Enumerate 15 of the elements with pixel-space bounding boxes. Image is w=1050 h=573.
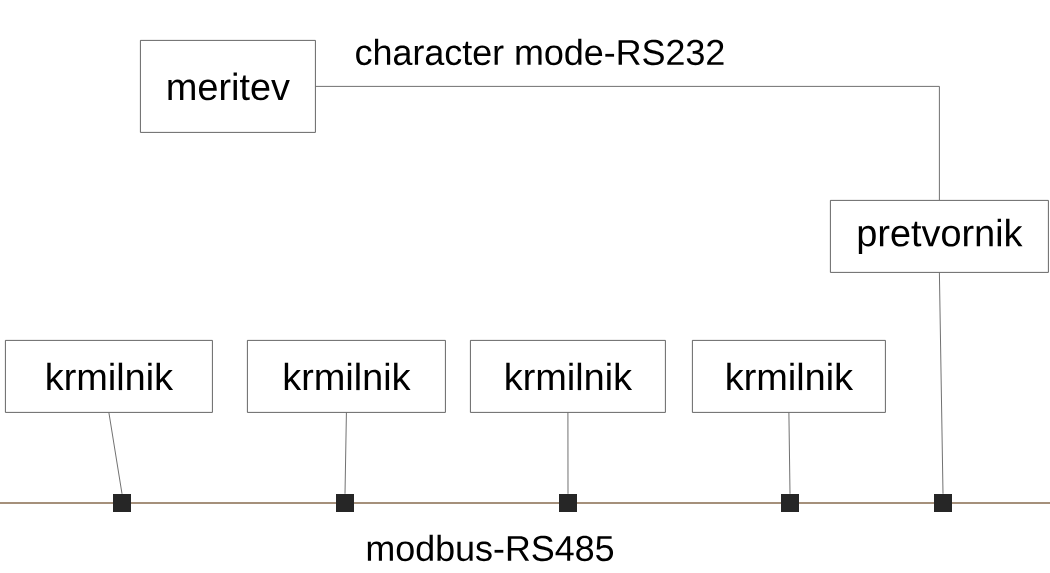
device-box: meritev — [140, 40, 316, 133]
connector-line — [939, 272, 944, 495]
device-box: krmilnik — [5, 340, 213, 413]
connector-line — [344, 412, 347, 495]
connector-line — [315, 86, 940, 201]
connector-line — [108, 412, 123, 495]
connector-line — [788, 412, 791, 495]
edge-label: character mode-RS232 — [353, 37, 727, 67]
device-box: krmilnik — [470, 340, 666, 413]
device-box: krmilnik — [692, 340, 886, 413]
bus-label: modbus-RS485 — [367, 534, 614, 562]
bus-line — [0, 502, 1050, 504]
connector-line — [567, 412, 569, 495]
device-box: krmilnik — [247, 340, 446, 413]
device-box: pretvornik — [830, 200, 1049, 273]
